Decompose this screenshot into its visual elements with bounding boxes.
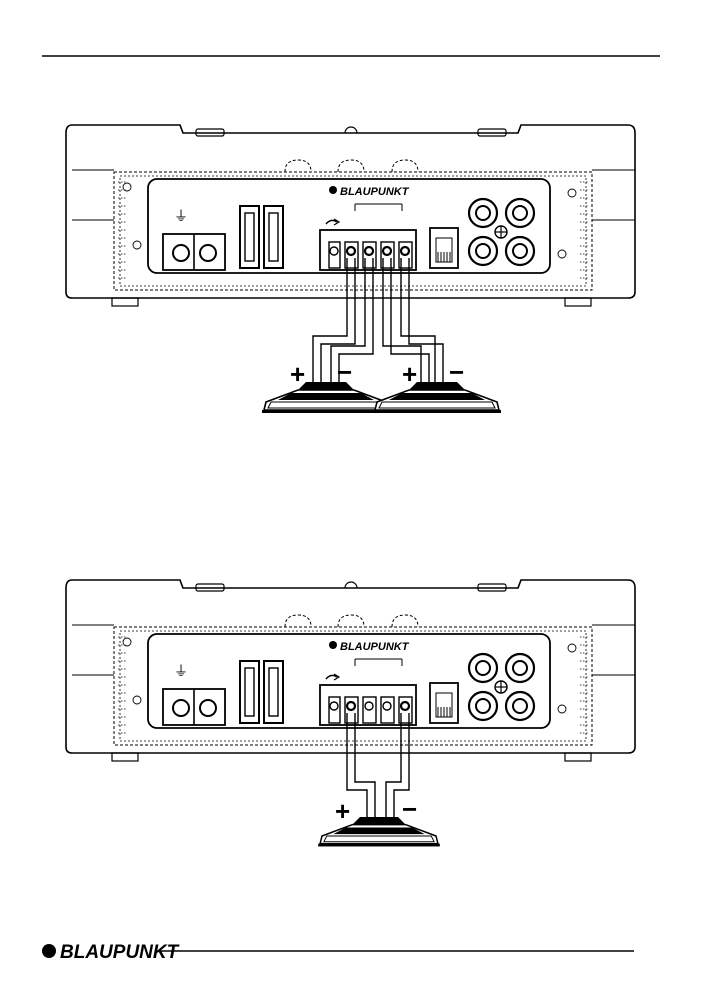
diagram-stereo: BLAUPUNKT ⏚ + − bbox=[66, 125, 635, 413]
ground-symbol: ⏚ bbox=[174, 663, 188, 679]
speaker-mono-minus-label: − bbox=[402, 794, 417, 824]
ground-symbol: ⏚ bbox=[174, 208, 188, 224]
diagram-bridged: BLAUPUNKT ⏚ + − bbox=[66, 580, 635, 846]
amp-brand-label: BLAUPUNKT bbox=[340, 186, 410, 198]
footer-logo-text: BLAUPUNKT bbox=[60, 942, 180, 963]
amp-brand-label: BLAUPUNKT bbox=[340, 641, 410, 653]
amplifier-top bbox=[66, 125, 635, 306]
speaker-left bbox=[262, 382, 390, 413]
speaker-left-minus-label: − bbox=[337, 357, 352, 387]
speaker-wires-stereo bbox=[313, 258, 443, 382]
speaker-right bbox=[373, 382, 501, 413]
speaker-left-plus-label: + bbox=[290, 359, 305, 389]
footer: BLAUPUNKT bbox=[42, 942, 634, 963]
speaker-right-minus-label: − bbox=[449, 357, 464, 387]
amplifier-bottom bbox=[66, 580, 635, 761]
speaker-right-plus-label: + bbox=[402, 359, 417, 389]
brand-dot-icon bbox=[42, 944, 56, 958]
speaker-mono-plus-label: + bbox=[335, 796, 350, 826]
